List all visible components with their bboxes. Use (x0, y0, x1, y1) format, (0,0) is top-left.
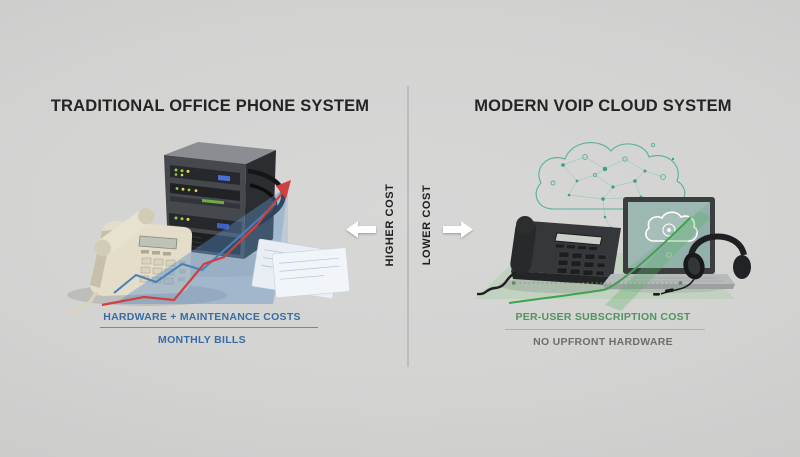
coiled-cord (65, 291, 99, 313)
left-label-underline (100, 327, 318, 328)
headset-cable (660, 278, 695, 295)
red-arrowhead (276, 180, 291, 199)
handset (94, 207, 155, 257)
green-cost-line (508, 216, 692, 304)
voip-display (554, 232, 603, 246)
voip-system-title: MODERN VOIP CLOUD SYSTEM (474, 97, 732, 115)
blue-cost-line (113, 202, 277, 294)
red-cost-line (101, 180, 291, 307)
voip-system-illustration (475, 142, 751, 311)
traditional-system-illustration (65, 142, 350, 313)
cloud-voip-app-icon (645, 211, 698, 258)
higher-cost-label: HIGHER COST (384, 183, 396, 267)
network-cloud-icon (535, 142, 686, 232)
phone-display (138, 235, 178, 250)
voip-phone-icon (476, 216, 621, 296)
voip-handset (510, 219, 537, 274)
center-divider (407, 86, 409, 367)
lower-cost-arrow-icon (443, 221, 473, 238)
legacy-phone-icon (65, 207, 193, 313)
higher-cost-arrow-icon (346, 221, 376, 238)
hardware-maintenance-costs-label: HARDWARE + MAINTENANCE COSTS (103, 311, 301, 323)
subscription-band (605, 211, 711, 311)
per-user-subscription-label: PER-USER SUBSCRIPTION COST (515, 311, 691, 323)
no-upfront-hardware-label: NO UPFRONT HARDWARE (533, 336, 673, 348)
voip-cord (476, 271, 516, 296)
traditional-system-title: TRADITIONAL OFFICE PHONE SYSTEM (50, 97, 370, 115)
monthly-bills-label: MONTHLY BILLS (158, 334, 246, 346)
voip-keypad (556, 251, 607, 276)
flat-subscription-chart (508, 211, 711, 311)
cost-growth-area (114, 186, 288, 304)
paper-bills-icon (251, 238, 350, 299)
right-label-underline (505, 329, 705, 330)
headset-icon (653, 233, 751, 296)
lower-cost-label: LOWER COST (421, 184, 433, 266)
